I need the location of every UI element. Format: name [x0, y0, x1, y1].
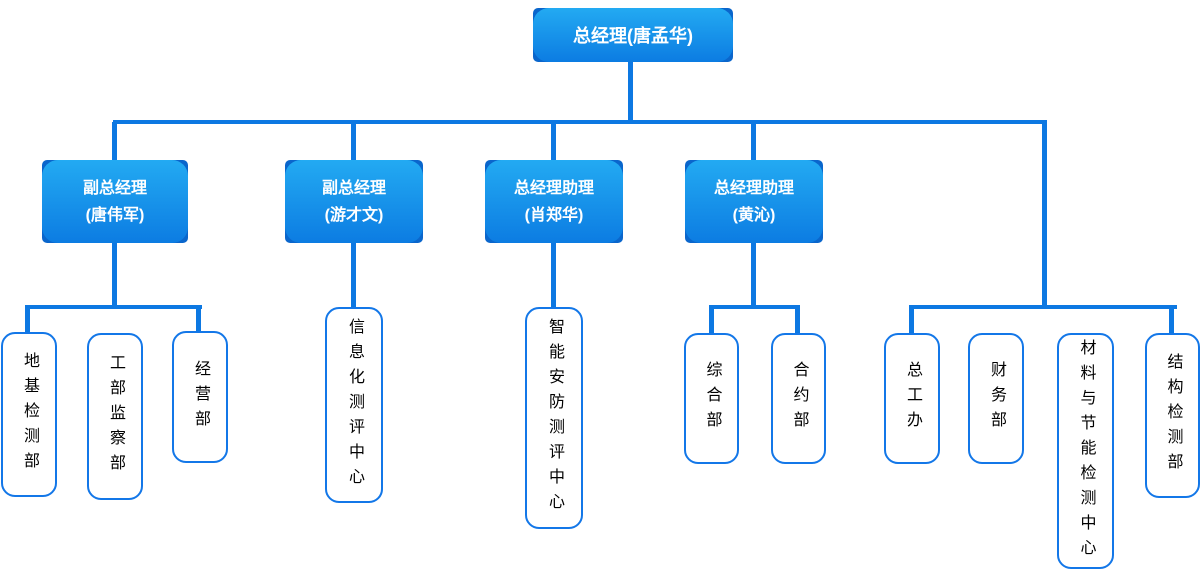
dept-structure-inspection-label: 结构检测部 [1164, 353, 1182, 478]
connector-g5-hline [909, 305, 1177, 309]
connector-l2-drop-2 [351, 122, 356, 160]
dept-contracts: 合约部 [771, 333, 826, 464]
dept-general-affairs: 综合部 [684, 333, 739, 464]
node-deputy-gm-2-title: 副总经理 [321, 179, 386, 197]
dept-it-evaluation-center-label: 信息化测评中心 [346, 317, 363, 493]
dept-materials-energy-center-label: 材料与节能检测中心 [1077, 338, 1095, 564]
node-deputy-gm-2-name: (游才文) [324, 206, 384, 224]
node-gm-assistant-1-title: 总经理助理 [513, 179, 594, 197]
dept-operations-label: 经营部 [192, 359, 209, 435]
connector-g1-drop-right [196, 308, 201, 333]
dept-it-evaluation-center: 信息化测评中心 [325, 307, 383, 503]
node-general-manager: 总经理(唐孟华) [533, 8, 733, 62]
dept-supervision-label: 工部监察部 [107, 354, 124, 479]
dept-security-evaluation-center: 智能安防测评中心 [525, 307, 583, 529]
connector-g1-drop-left [25, 308, 30, 333]
connector-g4-drop-left [709, 308, 714, 333]
dept-structure-inspection: 结构检测部 [1145, 333, 1200, 498]
node-deputy-gm-2: 副总经理 (游才文) [285, 160, 423, 243]
node-gm-assistant-2-name: (黄沁) [732, 206, 776, 224]
dept-contracts-label: 合约部 [790, 361, 808, 436]
dept-foundation-inspection: 地基检测部 [1, 332, 57, 497]
connector-l2-drop-3 [551, 122, 556, 160]
connector-g5-drop-right [1169, 308, 1174, 333]
dept-finance: 财务部 [968, 333, 1024, 464]
dept-foundation-inspection-label: 地基检测部 [21, 352, 38, 477]
connector-g1-drop-top [112, 243, 117, 307]
node-deputy-gm-1-title: 副总经理 [82, 179, 147, 197]
dept-security-evaluation-center-label: 智能安防测评中心 [546, 318, 563, 518]
dept-chief-engineer-office-label: 总工办 [904, 361, 921, 436]
connector-l2-drop-4 [751, 122, 756, 160]
dept-general-affairs-label: 综合部 [703, 361, 721, 436]
connector-right-vline [1042, 122, 1047, 309]
node-gm-assistant-1: 总经理助理 (肖郑华) [485, 160, 623, 243]
node-gm-assistant-2: 总经理助理 (黄沁) [685, 160, 823, 243]
node-gm-assistant-1-name: (肖郑华) [524, 206, 584, 224]
connector-root-drop [628, 62, 633, 122]
connector-g2-vline [351, 243, 356, 308]
dept-supervision: 工部监察部 [87, 333, 143, 500]
connector-l2-drop-1 [112, 122, 117, 160]
connector-g5-drop-left [909, 308, 914, 333]
node-gm-assistant-2-title: 总经理助理 [713, 179, 794, 197]
dept-operations: 经营部 [172, 331, 228, 463]
connector-g4-drop-top [751, 243, 756, 307]
connector-g4-hline [709, 305, 800, 309]
dept-chief-engineer-office: 总工办 [884, 333, 940, 464]
node-deputy-gm-1-name: (唐伟军) [85, 206, 145, 224]
connector-g1-hline [25, 305, 202, 309]
dept-materials-energy-center: 材料与节能检测中心 [1057, 333, 1114, 569]
connector-g3-vline [551, 243, 556, 308]
node-general-manager-label: 总经理(唐孟华) [573, 26, 693, 46]
dept-finance-label: 财务部 [988, 361, 1005, 436]
connector-main-hline [113, 120, 1047, 124]
connector-g4-drop-right [795, 308, 800, 333]
node-deputy-gm-1: 副总经理 (唐伟军) [42, 160, 188, 243]
